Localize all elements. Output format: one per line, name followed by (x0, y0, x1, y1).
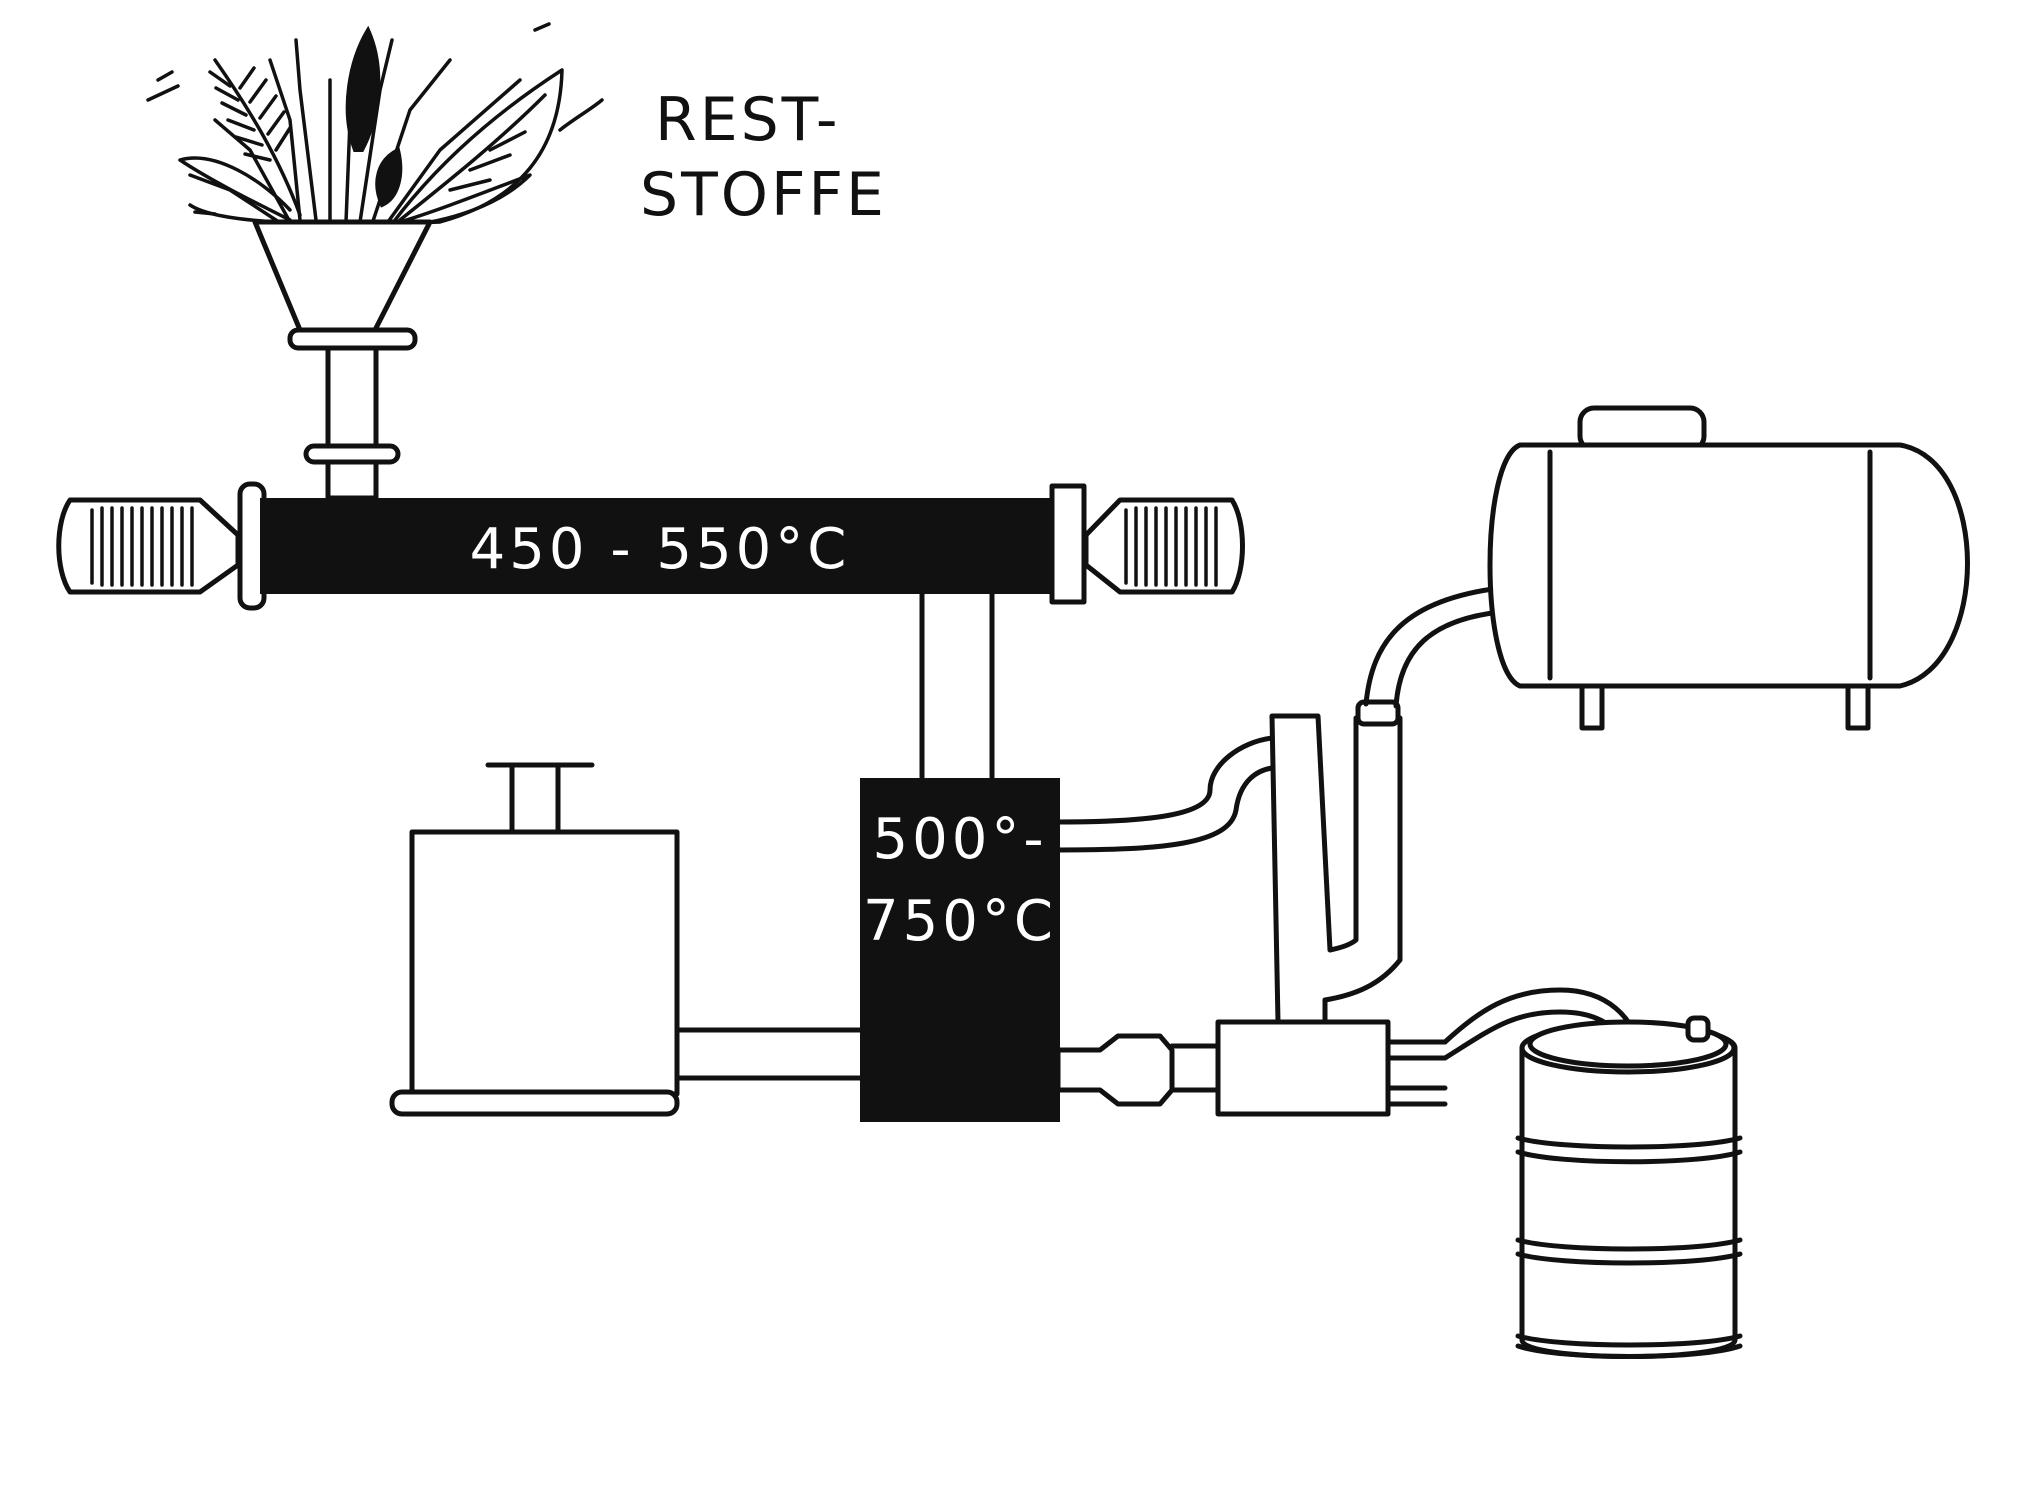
feedstock-label-line1: REST- (655, 85, 840, 155)
reactor-to-chamber-pipe (919, 589, 995, 783)
condenser (1055, 699, 1448, 1117)
chamber-temperature-line1: 500°- (872, 807, 1047, 872)
reactor-temperature-label: 450 - 550°C (470, 517, 851, 582)
combustion-chamber: 500°- 750°C (860, 778, 1060, 1122)
funnel-icon (252, 219, 433, 501)
screw-reactor: 450 - 550°C (56, 481, 1245, 611)
char-collector (389, 762, 865, 1117)
motor-icon (1083, 497, 1245, 595)
gas-tube (1363, 585, 1503, 709)
barrel-icon (1515, 1015, 1743, 1359)
plant-bundle-icon (146, 22, 604, 228)
chamber-temperature-line2: 750°C (863, 889, 1057, 954)
motor-icon (56, 497, 241, 595)
tank-icon (1487, 405, 1970, 731)
gas-pipe (1055, 735, 1275, 853)
feedstock-label-line2: STOFFE (640, 160, 887, 230)
